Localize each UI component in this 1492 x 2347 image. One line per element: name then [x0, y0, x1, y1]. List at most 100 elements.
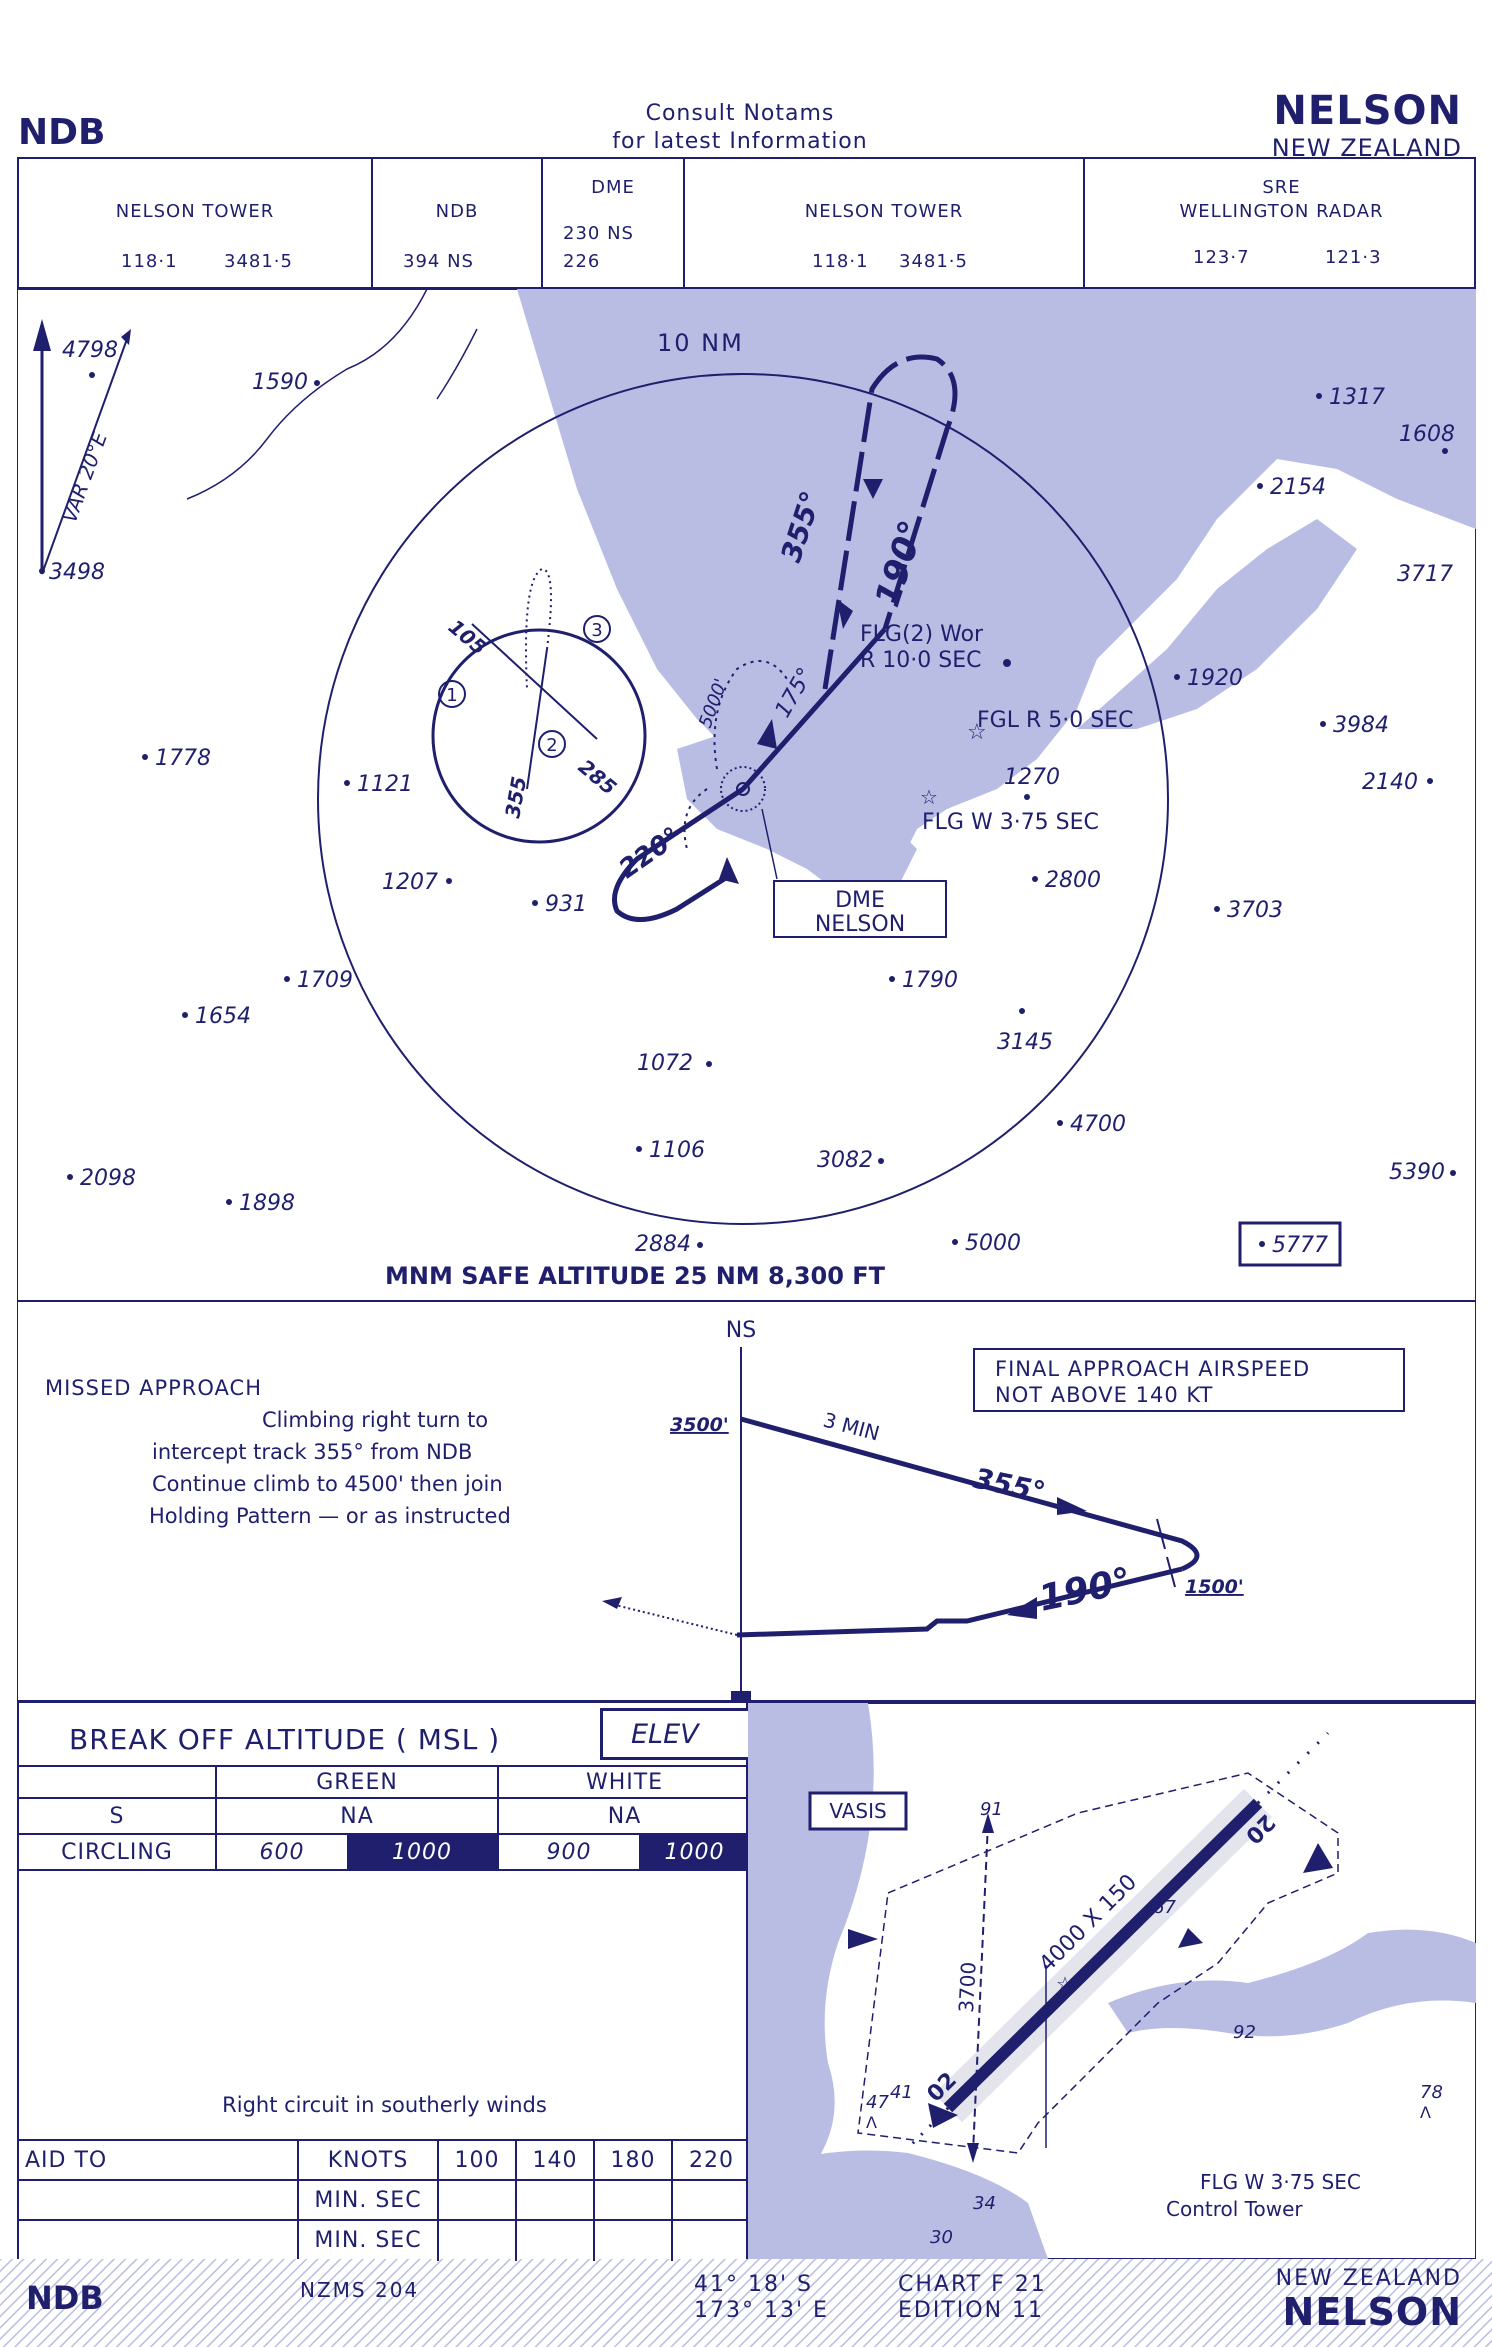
spot-height: 1072: [637, 1051, 693, 1076]
profile-facility: NS: [726, 1318, 756, 1343]
missed-line-3: Continue climb to 4500' then join: [152, 1472, 503, 1496]
circling-white-value: 900: [497, 1835, 639, 1869]
inset-sector-3: 3: [591, 620, 602, 641]
missed-approach-title: MISSED APPROACH: [45, 1376, 262, 1400]
spot-height: 2140: [1362, 770, 1418, 795]
holding-inset: 105 285 355 1 2 3: [431, 567, 647, 844]
spot-height: 1270: [1004, 765, 1060, 790]
spot-height: 1790: [902, 968, 958, 993]
distance-label: 3700: [954, 1961, 981, 2013]
freq-value: 230 NS: [563, 223, 634, 244]
circling-green-height: 1000: [347, 1835, 497, 1869]
spot-height: 2800: [1045, 868, 1101, 893]
spot-height: 5390: [1389, 1160, 1445, 1185]
notams-line-2: for latest Information: [612, 129, 868, 154]
footer-chart-number: CHART F 21: [898, 2272, 1047, 2297]
aerodrome-height: 47: [866, 2092, 889, 2113]
spot-height: 1590: [252, 370, 308, 395]
inset-sector-1: 1: [446, 685, 457, 706]
spot-height: 1207: [382, 870, 438, 895]
procedure-turn-track: [612, 786, 745, 922]
minima-header-row: GREEN WHITE: [19, 1765, 750, 1799]
spot-height: 1778: [155, 746, 211, 771]
spot-height: 3984: [1333, 713, 1389, 738]
ten-nm-ring: [317, 373, 1169, 1225]
spot-height: 1608: [1399, 422, 1455, 447]
freq-name: DME: [591, 177, 635, 198]
freq-name: NELSON TOWER: [804, 201, 964, 222]
spot-height: 3703: [1227, 898, 1283, 923]
notams-line-1: Consult Notams: [645, 101, 835, 126]
inset-sector-2: 2: [546, 735, 557, 756]
spot-heights: 4798 1590 3498 1778 1121 1207 931 1709 1…: [39, 338, 1456, 1257]
ndb-symbol: [720, 766, 766, 812]
light-fgl: FGL R 5·0 SEC: [977, 708, 1133, 733]
profile-outbound-leg: [740, 1416, 1200, 1572]
spot-height: 3145: [997, 1030, 1053, 1055]
ring-label: 10 NM: [657, 329, 744, 357]
freq-radar: SRE WELLINGTON RADAR 123·7 121·3: [1085, 159, 1478, 287]
vasis-label: VASIS: [829, 1799, 886, 1823]
spot-height: 1317: [1329, 385, 1385, 410]
dme-label: DME: [835, 888, 885, 913]
footer-map-ref: NZMS 204: [300, 2278, 419, 2302]
speed-140: 140: [515, 2141, 593, 2179]
light-flg-w: FLG W 3·75 SEC: [922, 810, 1099, 835]
freq-value: 394 NS: [403, 251, 474, 272]
spot-height: 3717: [1397, 562, 1453, 587]
row-s-label: S: [109, 1803, 125, 1829]
spot-height: 1709: [297, 968, 353, 993]
aid-to-label: AID TO: [25, 2147, 108, 2173]
spot-height: 1920: [1187, 666, 1243, 691]
footer-edition: EDITION 11: [898, 2298, 1044, 2323]
star-icon: ☆: [1056, 1972, 1074, 1996]
airspeed-line-1: FINAL APPROACH AIRSPEED: [995, 1357, 1310, 1381]
freq-dme: DME 230 NS 226: [543, 159, 685, 287]
freq-value: 3481·5: [899, 251, 968, 272]
col-white: WHITE: [497, 1767, 750, 1797]
airport-city: NELSON: [1273, 88, 1462, 134]
freq-value: 226: [563, 251, 601, 272]
col-green: GREEN: [215, 1767, 497, 1797]
circling-green-value: 600: [215, 1835, 347, 1869]
star-icon: ☆: [920, 785, 938, 809]
minima-panel: BREAK OFF ALTITUDE ( MSL ) GREEN WHITE S…: [17, 1703, 750, 2261]
profile-inbound-leg: [736, 1566, 1183, 1638]
spot-height: 5000: [965, 1231, 1021, 1256]
runway-strip: [943, 1798, 1263, 2113]
control-tower-label: Control Tower: [1166, 2197, 1303, 2221]
frequency-strip: NELSON TOWER 118·1 3481·5 NDB 394 NS DME…: [17, 157, 1476, 289]
spot-height: 1898: [239, 1191, 295, 1216]
obstacle-icon: Λ: [1420, 2103, 1431, 2122]
spot-height: 3082: [817, 1148, 873, 1173]
spot-height: 3498: [49, 560, 105, 585]
missed-line-4: Holding Pattern — or as instructed: [149, 1504, 511, 1528]
aerodrome-height: 67: [1153, 1897, 1176, 1918]
footer-latitude: 41° 18' S: [694, 2272, 813, 2297]
minima-row-s: S NA NA: [19, 1799, 750, 1835]
freq-name: NDB: [435, 201, 479, 222]
profile-alt-high: 3500': [670, 1414, 729, 1436]
aerodrome-height: 34: [973, 2193, 996, 2214]
freq-value: 118·1: [121, 251, 178, 272]
spot-height: 1121: [357, 772, 413, 797]
light-flg2-period: R 10·0 SEC: [860, 648, 981, 673]
aerodrome-height: 78: [1420, 2082, 1443, 2103]
freq-tower-1: NELSON TOWER 118·1 3481·5: [19, 159, 373, 287]
timing-table: AID TO KNOTS 100 140 180 220 MIN. SEC MI…: [19, 2139, 750, 2261]
aerodrome-light: FLG W 3·75 SEC: [1200, 2170, 1361, 2194]
speed-220: 220: [671, 2141, 750, 2179]
min-sec-label: MIN. SEC: [297, 2221, 437, 2259]
break-off-title: BREAK OFF ALTITUDE ( MSL ): [69, 1723, 501, 1756]
airspeed-line-2: NOT ABOVE 140 KT: [995, 1383, 1213, 1407]
freq-name: NELSON TOWER: [115, 201, 275, 222]
aerodrome-height: 92: [1233, 2022, 1256, 2043]
row-circling-label: CIRCLING: [61, 1839, 173, 1865]
freq-value: 121·3: [1325, 247, 1382, 268]
spot-height: 4798: [62, 338, 118, 363]
land-mass-east: [1077, 519, 1357, 729]
spot-height: 1654: [195, 1004, 251, 1029]
aerodrome-chart: VASIS 4000 X 150 20 02 3700 91 67 92 78 …: [748, 1703, 1476, 2259]
footer-longitude: 173° 13' E: [694, 2298, 829, 2323]
freq-name: SRE: [1262, 177, 1301, 198]
